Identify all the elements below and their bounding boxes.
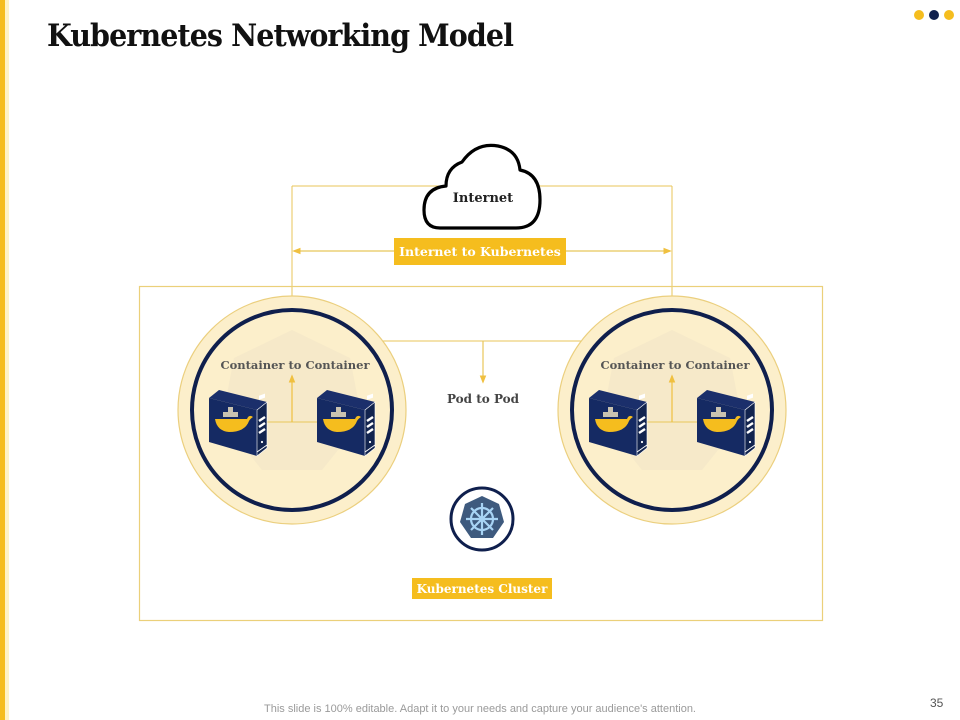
pod-to-pod-label: Pod to Pod: [447, 392, 520, 406]
internet-to-k8s-label: Internet to Kubernetes: [399, 244, 561, 259]
dot-1: [914, 10, 924, 20]
pod-left: Container to Container: [177, 295, 407, 525]
internet-to-k8s-badge: [394, 238, 566, 265]
left-accent-glow: [5, 0, 9, 720]
internet-label: Internet: [453, 191, 513, 206]
left-accent-bar: [0, 0, 5, 720]
pod-right: Container to Container: [557, 295, 787, 525]
pod-right-label: Container to Container: [600, 358, 750, 372]
kubernetes-helm-icon: [449, 486, 515, 552]
dot-3: [944, 10, 954, 20]
kubernetes-cluster-label: Kubernetes Cluster: [417, 582, 548, 596]
decorative-dots: [914, 10, 954, 20]
dot-2: [929, 10, 939, 20]
page-number: 35: [930, 696, 944, 710]
cloud-icon: [422, 143, 542, 230]
footer-note: This slide is 100% editable. Adapt it to…: [264, 703, 696, 715]
slide-title: Kubernetes Networking Model: [47, 18, 514, 54]
kubernetes-cluster-box: [138, 285, 824, 622]
pod-left-label: Container to Container: [220, 358, 370, 372]
kubernetes-cluster-badge: [412, 578, 552, 599]
